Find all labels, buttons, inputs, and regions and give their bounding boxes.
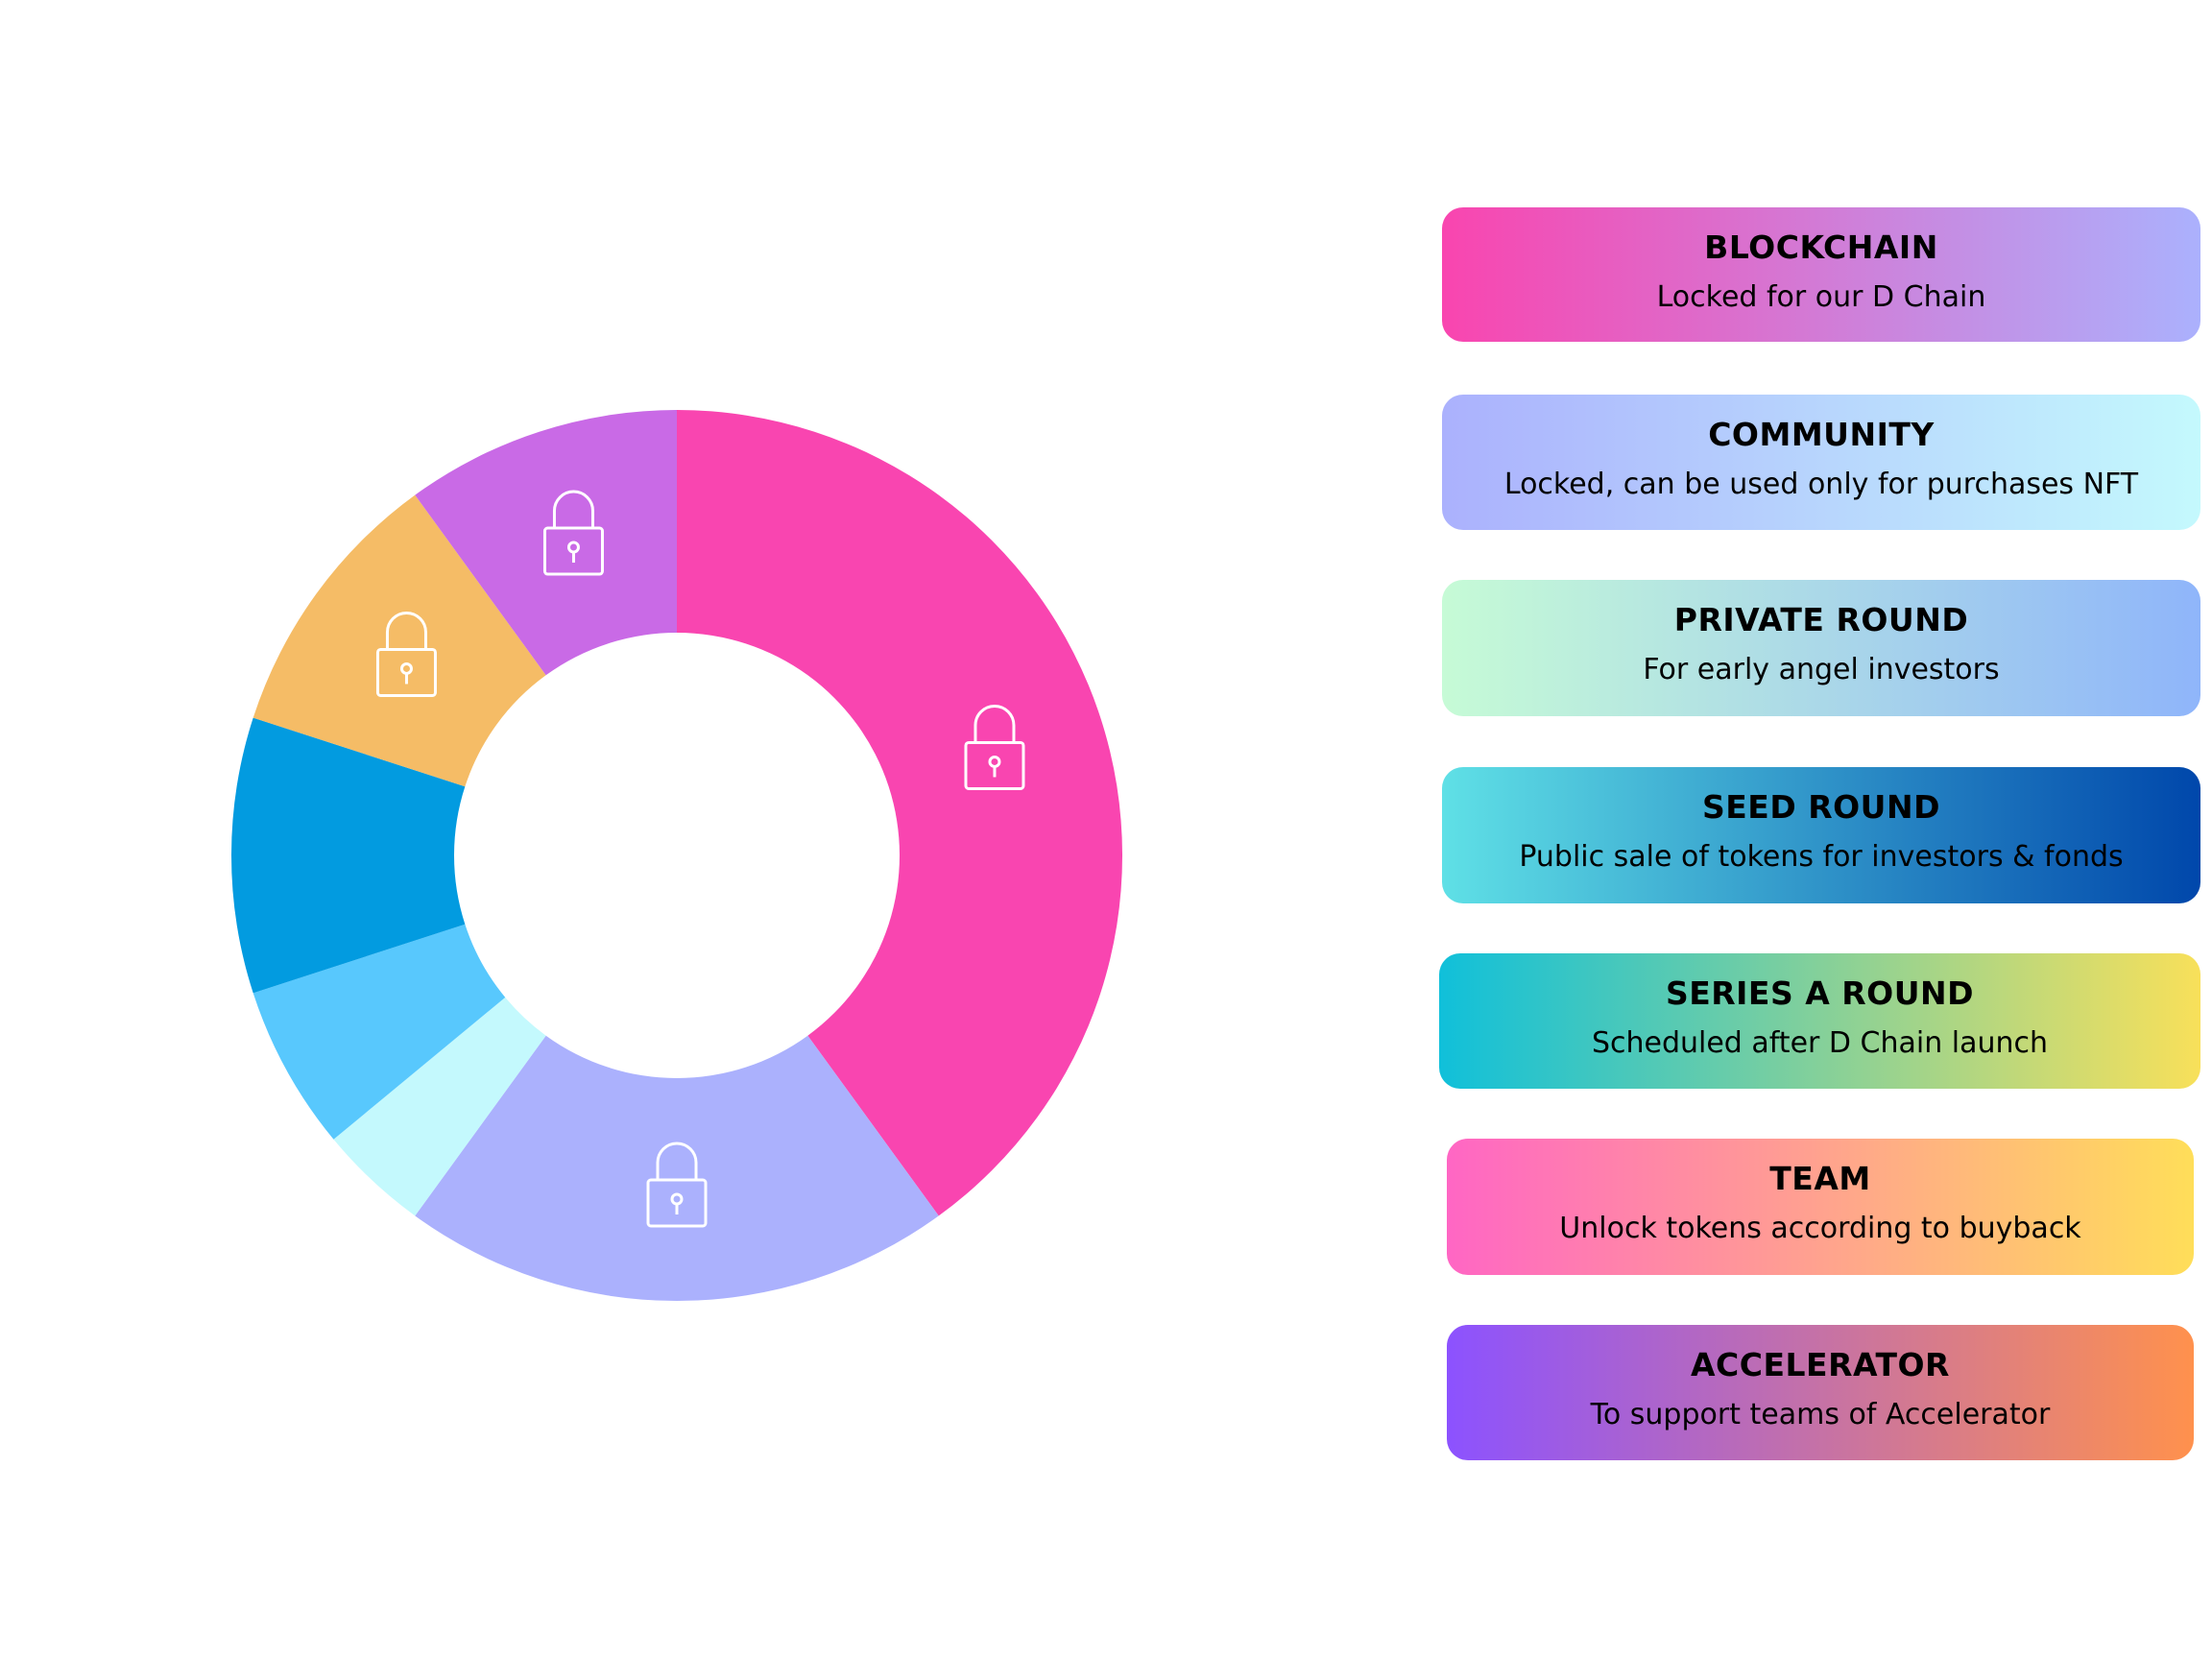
- legend-title: TEAM: [1769, 1160, 1871, 1197]
- lock-icon: [646, 1142, 708, 1228]
- slice-series-a-round: [230, 717, 466, 994]
- legend-title: SERIES A ROUND: [1665, 974, 1975, 1012]
- slice-private-round: [333, 997, 546, 1216]
- lock-icon: [964, 705, 1025, 790]
- slice-community: [415, 1035, 939, 1302]
- legend-desc: Scheduled after D Chain launch: [1591, 1026, 2049, 1060]
- legend-card-series-a-round: SERIES A ROUND Scheduled after D Chain l…: [1439, 953, 2200, 1089]
- slice-blockchain: [677, 410, 1122, 1216]
- legend-desc: Locked for our D Chain: [1656, 280, 1986, 314]
- legend-card-accelerator: ACCELERATOR To support teams of Accelera…: [1447, 1325, 2194, 1460]
- legend-title: PRIVATE ROUND: [1673, 601, 1969, 638]
- legend-desc: To support teams of Accelerator: [1590, 1398, 2051, 1431]
- legend-title: BLOCKCHAIN: [1704, 228, 1938, 266]
- legend-title: SEED ROUND: [1701, 788, 1940, 826]
- lock-icon: [542, 490, 604, 576]
- legend-desc: Unlock tokens according to buyback: [1559, 1212, 2081, 1245]
- legend-card-team: TEAM Unlock tokens according to buyback: [1447, 1139, 2194, 1275]
- legend-card-seed-round: SEED ROUND Public sale of tokens for inv…: [1442, 767, 2200, 903]
- legend-title: ACCELERATOR: [1691, 1346, 1950, 1383]
- lock-icon: [375, 612, 437, 697]
- legend-card-blockchain: BLOCKCHAIN Locked for our D Chain: [1442, 207, 2200, 342]
- legend-desc: Locked, can be used only for purchases N…: [1503, 468, 2139, 501]
- legend-card-community: COMMUNITY Locked, can be used only for p…: [1442, 395, 2200, 530]
- slice-seed-round: [252, 924, 506, 1140]
- legend-desc: For early angel investors: [1643, 653, 2000, 686]
- legend-card-private-round: PRIVATE ROUND For early angel investors: [1442, 580, 2200, 716]
- slice-team: [252, 494, 546, 787]
- legend-title: COMMUNITY: [1708, 416, 1935, 453]
- legend-desc: Public sale of tokens for investors & fo…: [1519, 840, 2124, 874]
